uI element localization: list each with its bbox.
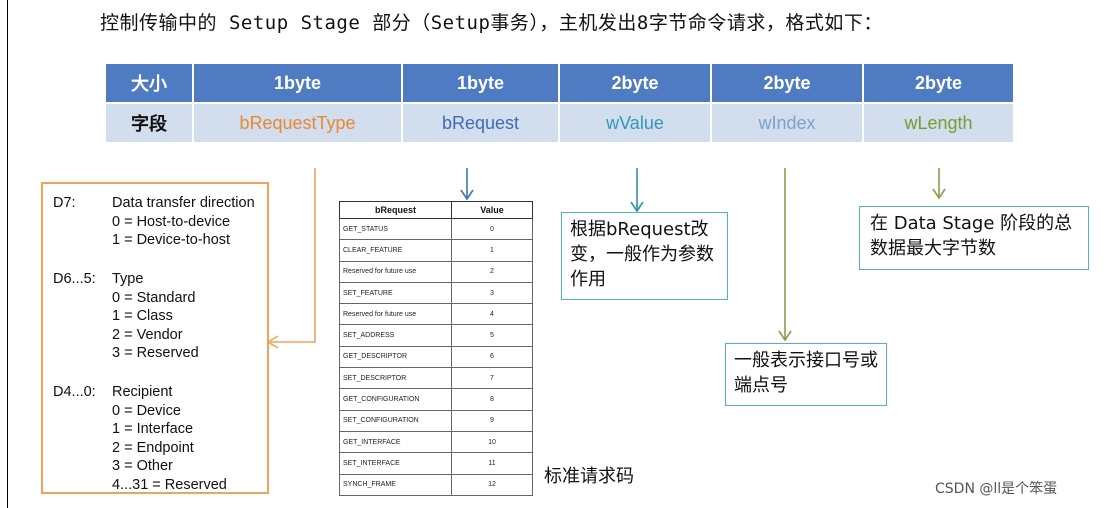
request-name-cell: SET_INTERFACE — [339, 452, 452, 475]
watermark: CSDN @ll是个笨蛋 — [935, 481, 1058, 497]
request-name-cell: Reserved for future use — [339, 260, 452, 283]
wValue-note: 根据bRequest改变，一般作为参数作用 — [561, 212, 728, 300]
page-title: 控制传输中的 Setup Stage 部分（Setup事务），主机发出8字节命令… — [100, 12, 883, 34]
request-value-cell: 11 — [451, 452, 533, 475]
request-name-cell: SET_FEATURE — [339, 281, 452, 305]
request-value-cell: 9 — [451, 409, 533, 432]
request-value-cell: 5 — [451, 324, 533, 347]
request-value-cell: 1 — [451, 239, 533, 262]
request-value-cell: 4 — [451, 303, 533, 326]
request-name-cell: GET_CONFIGURATION — [339, 388, 452, 411]
request-value-cell: 10 — [451, 430, 533, 454]
request-value-cell: 6 — [451, 345, 533, 369]
column-header-bRequest: bRequest — [339, 201, 452, 219]
bit-value: 1 = Interface — [112, 421, 194, 437]
request-table-caption: 标准请求码 — [544, 466, 634, 487]
arrow-head-bRequest — [460, 189, 474, 201]
size-cell: 1byte — [402, 64, 560, 103]
request-value-cell: 3 — [451, 281, 533, 305]
request-value-cell: 12 — [451, 473, 533, 496]
bit-value: 0 = Device — [112, 402, 181, 419]
wLength-note: 在 Data Stage 阶段的总数据最大字节数 — [859, 206, 1089, 270]
request-value-cell: 8 — [451, 388, 533, 411]
field-wLength: wLength — [863, 102, 1015, 142]
bit-value: 4...31 = Reserved — [112, 476, 227, 493]
size-label: 大小 — [106, 64, 194, 103]
bit-group-recipient: D4...0: Recipient 0 = Device 1 = Interfac… — [53, 383, 227, 494]
field-wValue: wValue — [559, 102, 712, 142]
bit-value: 3 = Reserved — [112, 345, 199, 361]
request-name-cell: Reserved for future use — [339, 303, 452, 326]
bit-value: 2 = Vendor — [112, 326, 183, 343]
bit-range: D7: — [53, 195, 76, 211]
size-row: 大小 1byte 1byte 2byte 2byte 2byte — [106, 64, 1015, 103]
left-divider — [7, 0, 8, 508]
request-name-cell: CLEAR_FEATURE — [339, 239, 452, 262]
arrow-bRequestType — [270, 168, 316, 343]
arrow-head-wValue — [630, 201, 644, 213]
request-name-cell: SYNCH_FRAME — [339, 473, 452, 496]
arrow-head-wIndex — [778, 330, 792, 342]
field-label: 字段 — [106, 102, 194, 142]
field-bRequestType: bRequestType — [193, 102, 403, 142]
request-name-cell: SET_ADDRESS — [339, 324, 452, 347]
bit-range: D6...5: — [53, 271, 96, 287]
bit-value: 0 = Host-to-device — [112, 213, 231, 230]
request-value-cell: 2 — [451, 260, 533, 283]
field-wIndex: wIndex — [711, 102, 864, 142]
bit-range: D4...0: — [53, 384, 96, 400]
request-name-cell: SET_DESCRIPTOR — [339, 367, 452, 390]
request-name-cell: GET_STATUS — [339, 217, 452, 241]
size-cell: 2byte — [863, 64, 1015, 103]
field-row: 字段 bRequestType bRequest wValue wIndex w… — [106, 102, 1015, 142]
bit-value: 0 = Standard — [112, 289, 196, 306]
request-value-cell: 7 — [451, 367, 533, 390]
column-header-value: Value — [451, 201, 533, 219]
bit-group-type: D6...5: Type 0 = Standard 1 = Class 2 = V… — [53, 270, 199, 363]
field-bRequest: bRequest — [402, 102, 560, 142]
bit-value: 3 = Other — [112, 458, 173, 474]
request-name-cell: GET_INTERFACE — [339, 430, 452, 454]
bit-group-direction: D7: Data transfer direction 0 = Host-to-d… — [53, 194, 255, 250]
bit-group-name: Data transfer direction — [112, 195, 255, 211]
setup-packet-format-table: 大小 1byte 1byte 2byte 2byte 2byte 字段 bReq… — [106, 64, 1015, 142]
request-name-cell: GET_DESCRIPTOR — [339, 345, 452, 369]
request-value-cell: 0 — [451, 217, 533, 241]
bit-value: 2 = Endpoint — [112, 439, 194, 456]
size-cell: 2byte — [559, 64, 712, 103]
bit-value: 1 = Class — [112, 308, 173, 324]
bit-group-name: Type — [112, 271, 144, 287]
size-cell: 2byte — [711, 64, 864, 103]
wIndex-note: 一般表示接口号或端点号 — [725, 343, 887, 406]
request-name-cell: SET_CONFIGURATION — [339, 409, 452, 432]
arrow-head-wLength — [932, 188, 946, 200]
size-cell: 1byte — [193, 64, 403, 103]
bit-value: 1 = Device-to-host — [112, 232, 231, 248]
bRequestType-detail-box: D7: Data transfer direction 0 = Host-to-d… — [41, 182, 269, 494]
bit-group-name: Recipient — [112, 384, 173, 400]
